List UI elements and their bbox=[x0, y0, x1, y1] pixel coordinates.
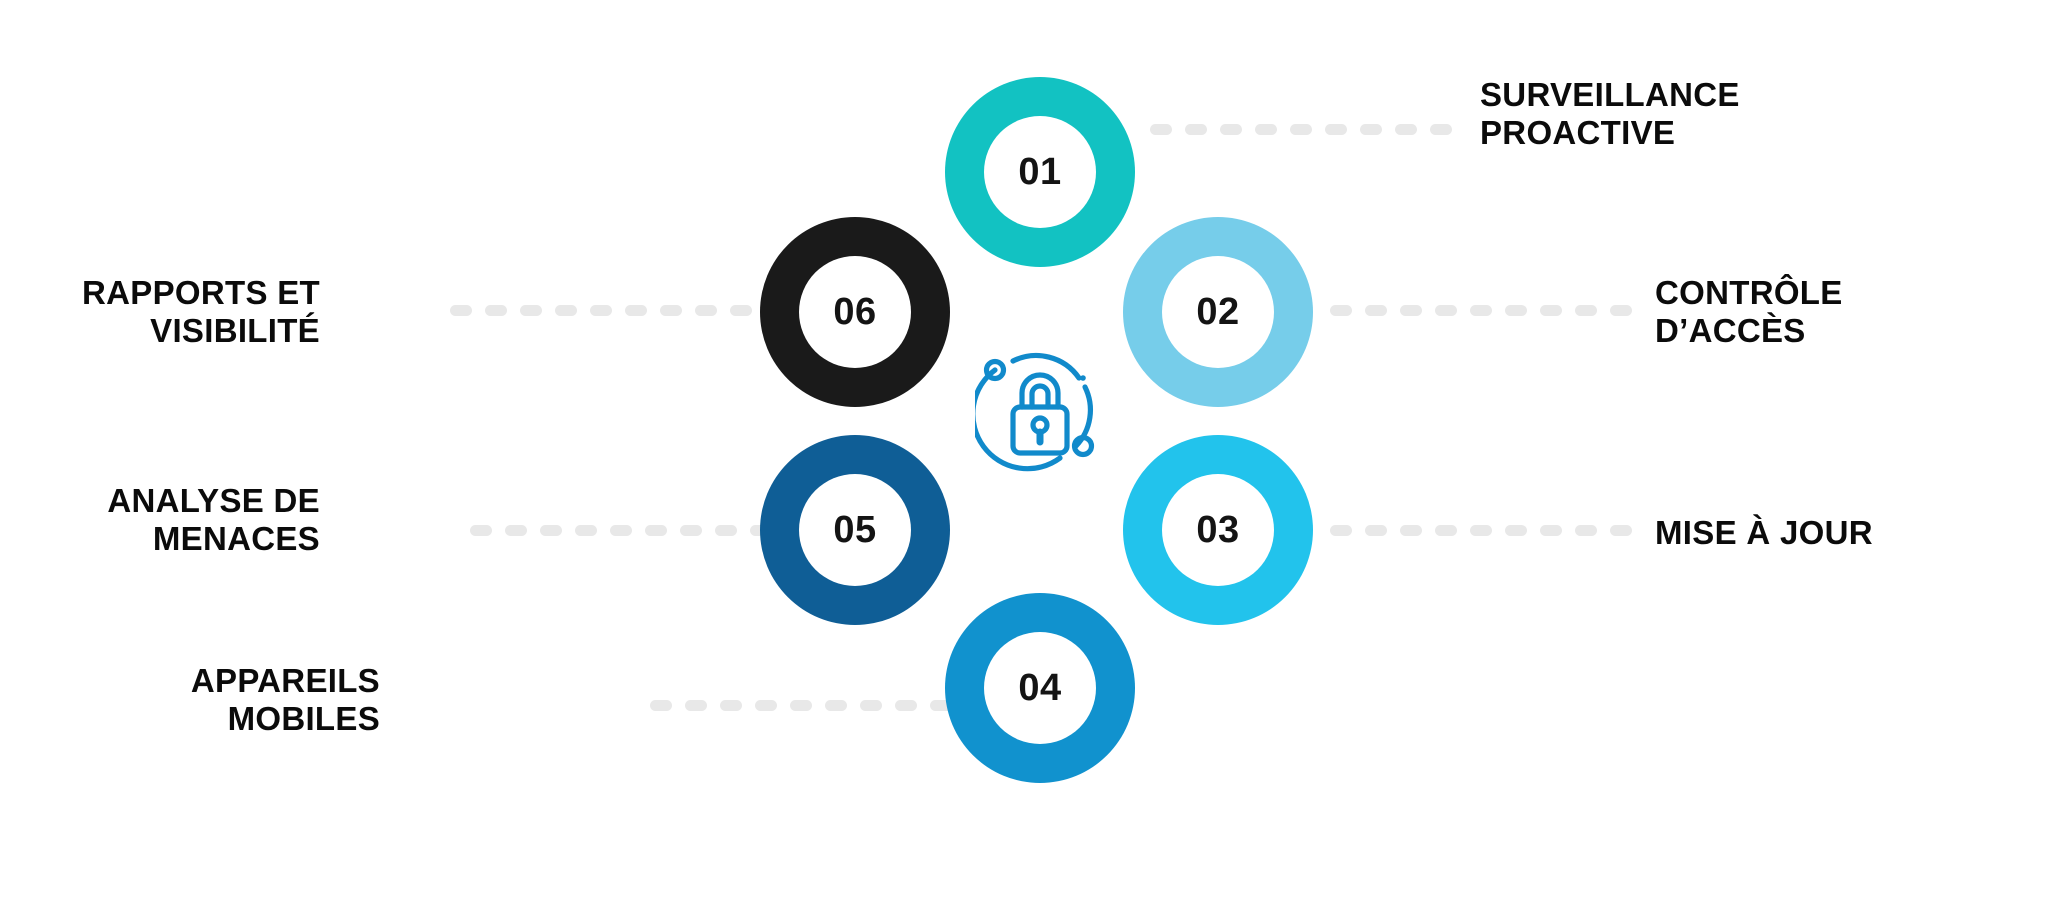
node-circle-03[interactable]: 03 bbox=[1123, 435, 1313, 625]
node-number-05: 05 bbox=[833, 509, 877, 551]
node-label-03-line-1: MISE À JOUR bbox=[1655, 514, 1873, 551]
node-circle-02[interactable]: 02 bbox=[1123, 217, 1313, 407]
node-label-05: ANALYSE DE MENACES bbox=[107, 482, 320, 559]
connector-line-02 bbox=[1330, 305, 1632, 316]
node-inner-02: 02 bbox=[1162, 256, 1274, 368]
node-label-06: RAPPORTS ET VISIBILITÉ bbox=[82, 274, 320, 351]
node-number-04: 04 bbox=[1018, 667, 1062, 709]
node-inner-01: 01 bbox=[984, 116, 1096, 228]
connector-line-03 bbox=[1330, 525, 1632, 536]
connector-line-06 bbox=[450, 305, 755, 316]
node-number-02: 02 bbox=[1196, 291, 1240, 333]
node-label-02: CONTRÔLE D’ACCÈS bbox=[1655, 274, 1843, 351]
node-inner-06: 06 bbox=[799, 256, 911, 368]
node-label-01-line-2: PROACTIVE bbox=[1480, 114, 1676, 152]
node-number-01: 01 bbox=[1018, 151, 1062, 193]
node-label-03: MISE À JOUR bbox=[1655, 514, 1873, 552]
node-label-01: SURVEILLANCE PROACTIVE bbox=[1480, 76, 1740, 153]
node-circle-06[interactable]: 06 bbox=[760, 217, 950, 407]
node-label-06-line-2: VISIBILITÉ bbox=[150, 312, 320, 350]
node-label-02-line-2: D’ACCÈS bbox=[1655, 312, 1806, 350]
node-circle-05[interactable]: 05 bbox=[760, 435, 950, 625]
node-label-04-line-2: MOBILES bbox=[227, 700, 380, 738]
node-circle-01[interactable]: 01 bbox=[945, 77, 1135, 267]
node-label-05-line-1: ANALYSE DE bbox=[107, 482, 320, 519]
node-inner-03: 03 bbox=[1162, 474, 1274, 586]
node-label-04: APPAREILS MOBILES bbox=[191, 662, 380, 739]
node-number-06: 06 bbox=[833, 291, 877, 333]
node-inner-05: 05 bbox=[799, 474, 911, 586]
node-label-02-line-1: CONTRÔLE bbox=[1655, 274, 1843, 311]
node-label-01-line-1: SURVEILLANCE bbox=[1480, 76, 1740, 113]
node-label-04-line-1: APPAREILS bbox=[190, 662, 380, 699]
connector-line-01 bbox=[1150, 124, 1460, 135]
node-inner-04: 04 bbox=[984, 632, 1096, 744]
node-label-05-line-2: MENACES bbox=[152, 520, 320, 558]
node-circle-04[interactable]: 04 bbox=[945, 593, 1135, 783]
padlock-orbit-icon bbox=[975, 345, 1105, 475]
connector-line-04 bbox=[650, 700, 952, 711]
node-number-03: 03 bbox=[1196, 509, 1240, 551]
node-label-06-line-1: RAPPORTS ET bbox=[82, 274, 320, 311]
connector-line-05 bbox=[470, 525, 772, 536]
